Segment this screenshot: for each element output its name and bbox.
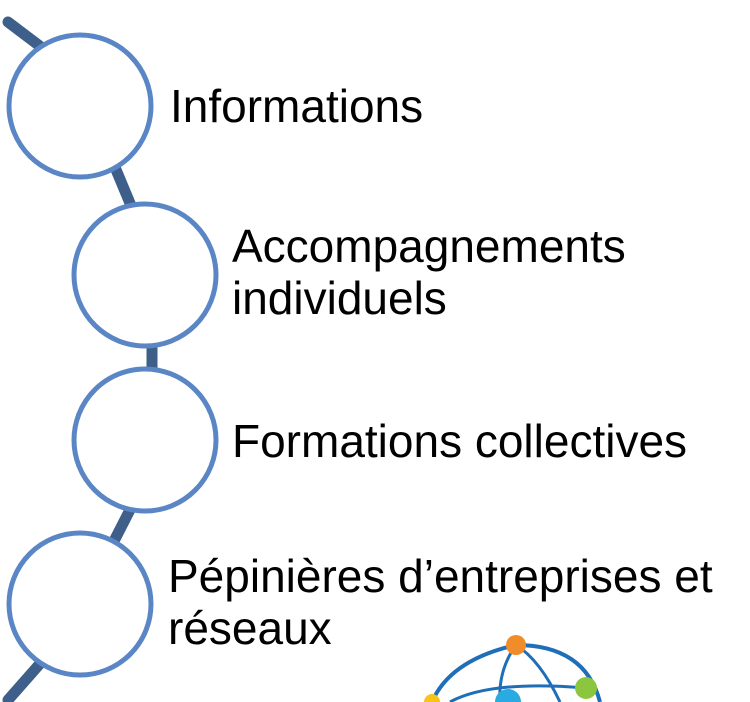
step-label-line: Pépinières d’entreprises et xyxy=(168,550,713,602)
step-label-line: individuels xyxy=(232,272,447,324)
step-label-formations: Formations collectives xyxy=(232,415,687,467)
connector-line xyxy=(2,16,158,702)
logo-node-yellow xyxy=(424,694,440,702)
network-logo xyxy=(424,635,602,702)
step-label-informations: Informations xyxy=(170,80,423,132)
logo-node-green xyxy=(575,677,597,699)
step-label-line: Informations xyxy=(170,80,424,132)
logo-node-orange xyxy=(506,635,526,655)
logo-node-teal xyxy=(495,689,521,702)
step-circle-4 xyxy=(6,530,154,678)
step-circle-1 xyxy=(6,32,154,180)
step-label-line: réseaux xyxy=(168,602,332,654)
step-circle-3 xyxy=(71,366,219,514)
step-label-line: Accompagnements xyxy=(232,220,626,272)
step-label-pepinieres: Pépinières d’entreprises et réseaux xyxy=(168,550,713,654)
step-label-accompagnements: Accompagnements individuels xyxy=(232,220,626,324)
step-label-line: Formations collectives xyxy=(232,415,688,467)
step-circle-2 xyxy=(71,201,219,349)
